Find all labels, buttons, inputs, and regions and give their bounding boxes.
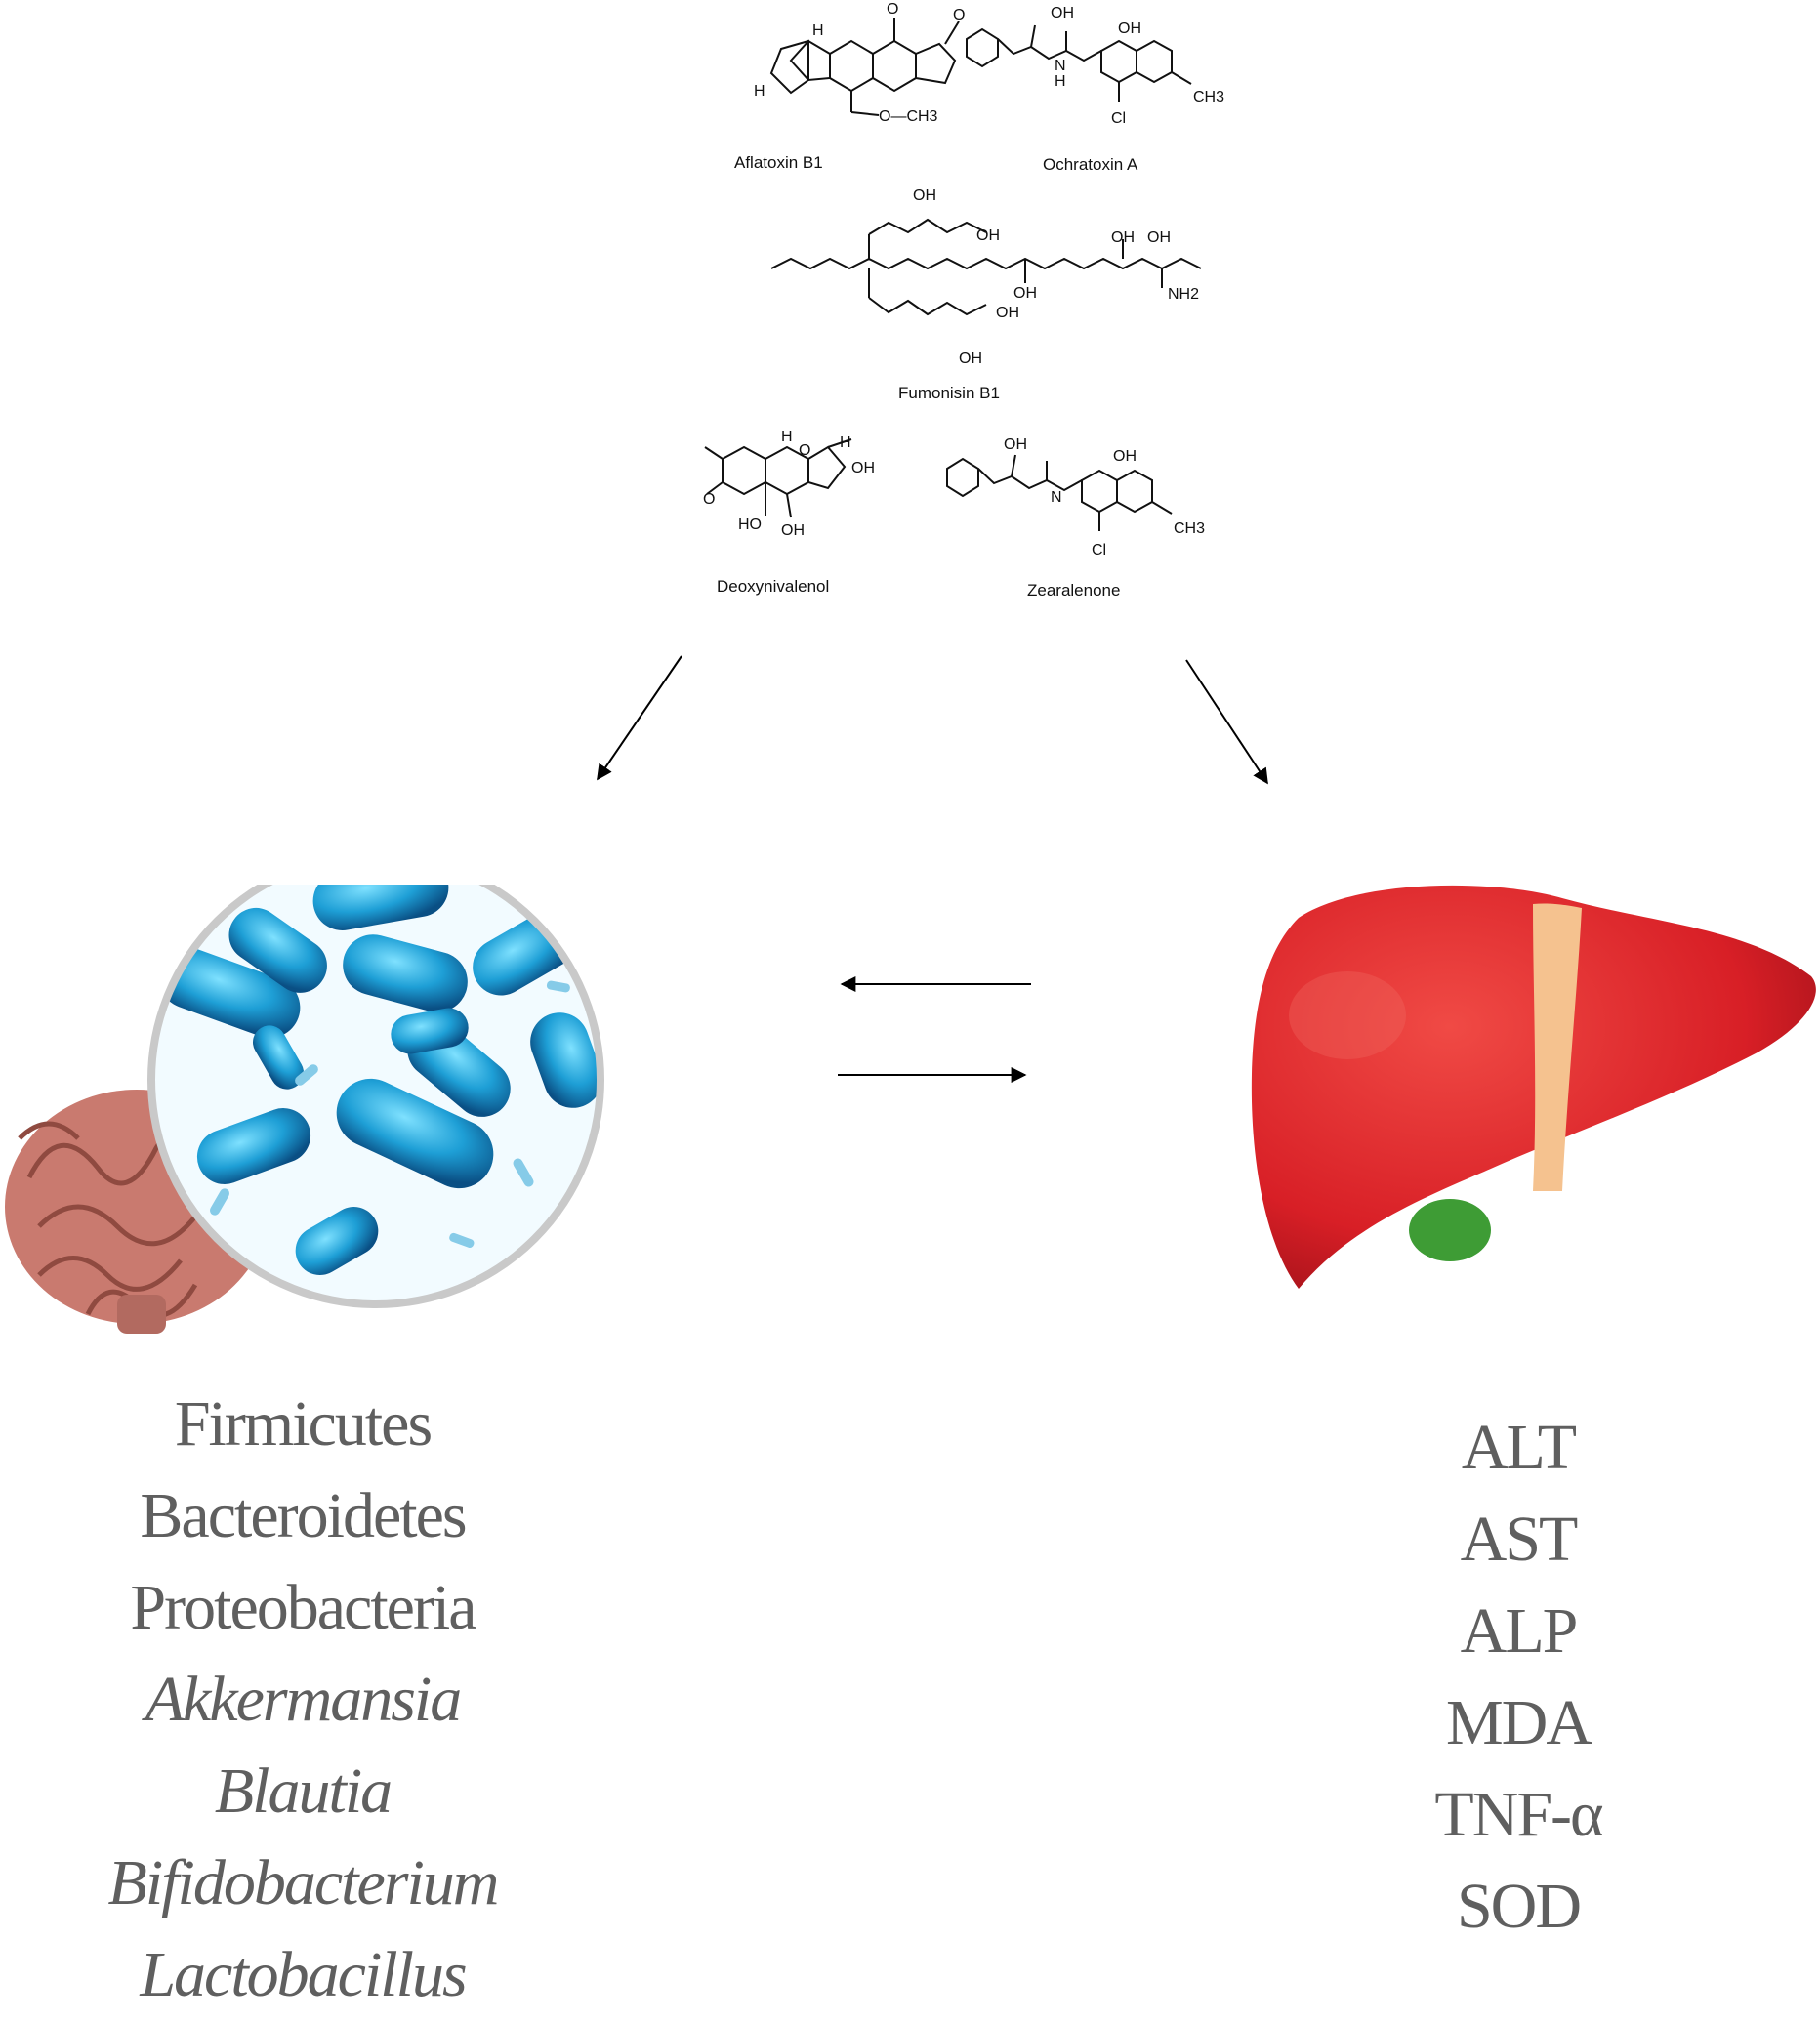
don-atom-h: H <box>781 429 793 445</box>
aflatoxin-atom-och3: O—CH3 <box>879 108 938 125</box>
fumonisin-atom-oh3: OH <box>1013 285 1037 302</box>
fumonisin-atom-oh4: OH <box>1111 229 1135 246</box>
zearalenone-structure <box>946 454 1173 531</box>
taxon-lactobacillus: Lactobacillus <box>140 1939 467 2010</box>
aflatoxin-b1-structure <box>769 18 960 116</box>
liver-icon <box>1251 885 1816 1289</box>
aflatoxin-atom-o2: O <box>953 7 965 23</box>
fumonisin-atom-oh2: OH <box>976 227 1000 244</box>
aflatoxin-atom-h2: H <box>754 83 765 100</box>
zea-atom-oh2: OH <box>1113 448 1137 465</box>
aflatoxin-atom-h: H <box>812 22 824 39</box>
marker-alt: ALT <box>1461 1412 1577 1483</box>
arrows-layer <box>597 655 1268 1083</box>
zea-atom-cl: Cl <box>1092 542 1106 558</box>
ochratoxin-a-structure <box>966 24 1192 102</box>
caption-deoxynivalenol: Deoxynivalenol <box>717 577 829 596</box>
fumonisin-b1-structure <box>770 218 1202 316</box>
marker-sod: SOD <box>1456 1871 1582 1942</box>
aflatoxin-atom-o: O <box>887 1 898 18</box>
microbiota-list: Firmicutes Bacteroidetes Proteobacteria … <box>39 1379 566 2021</box>
fumonisin-atom-oh7: OH <box>959 351 982 367</box>
fumonisin-atom-oh5: OH <box>1147 229 1171 246</box>
marker-mda: MDA <box>1445 1687 1592 1758</box>
marker-ast: AST <box>1460 1504 1579 1575</box>
caption-ochratoxin-a: Ochratoxin A <box>1043 155 1138 174</box>
arrow-toxins-to-liver <box>1185 659 1268 785</box>
ochratoxin-atom-n: N <box>1055 58 1066 74</box>
don-atom-o2: O <box>703 491 715 508</box>
don-atom-oh2: OH <box>781 522 805 539</box>
taxon-bacteroidetes: Bacteroidetes <box>140 1480 467 1551</box>
fumonisin-atom-oh6: OH <box>996 305 1019 321</box>
ochratoxin-atom-h: H <box>1055 73 1066 90</box>
caption-aflatoxin-b1: Aflatoxin B1 <box>734 153 823 172</box>
liver-marker-list: ALT AST ALP MDA TNF-α SOD <box>1357 1402 1679 1953</box>
arrow-toxins-to-gut <box>597 655 682 781</box>
gallbladder <box>1409 1199 1491 1261</box>
marker-alp: ALP <box>1460 1595 1579 1667</box>
taxon-bifidobacterium: Bifidobacterium <box>107 1847 500 1918</box>
taxon-firmicutes: Firmicutes <box>174 1388 433 1460</box>
zea-atom-oh: OH <box>1004 436 1027 453</box>
caption-fumonisin-b1: Fumonisin B1 <box>898 384 1000 402</box>
deoxynivalenol-structure <box>704 438 852 518</box>
caption-zearalenone: Zearalenone <box>1027 581 1120 599</box>
fumonisin-atom-nh2: NH2 <box>1168 286 1199 303</box>
ochratoxin-atom-ch3: CH3 <box>1193 89 1224 105</box>
fumonisin-atom-oh: OH <box>913 187 936 204</box>
don-atom-o: O <box>799 442 810 459</box>
don-atom-ho: HO <box>738 516 762 533</box>
ochratoxin-atom-oh2: OH <box>1118 21 1141 37</box>
zea-atom-n: N <box>1051 489 1062 506</box>
mycotoxin-structures-panel: O O H H O—CH3 OH OH N H Cl CH3 OH OH OH … <box>703 1 1224 599</box>
marker-tnf-alpha: TNF-α <box>1434 1779 1603 1850</box>
gut-bacteria-icon <box>5 885 604 1334</box>
don-atom-oh: OH <box>851 460 875 476</box>
taxon-akkermansia: Akkermansia <box>145 1664 463 1735</box>
taxon-blautia: Blautia <box>214 1755 393 1827</box>
taxon-proteobacteria: Proteobacteria <box>130 1572 476 1643</box>
zea-atom-ch3: CH3 <box>1174 520 1205 537</box>
ochratoxin-atom-oh: OH <box>1051 5 1074 21</box>
don-atom-h2: H <box>840 434 851 451</box>
ochratoxin-atom-cl: Cl <box>1111 110 1126 127</box>
